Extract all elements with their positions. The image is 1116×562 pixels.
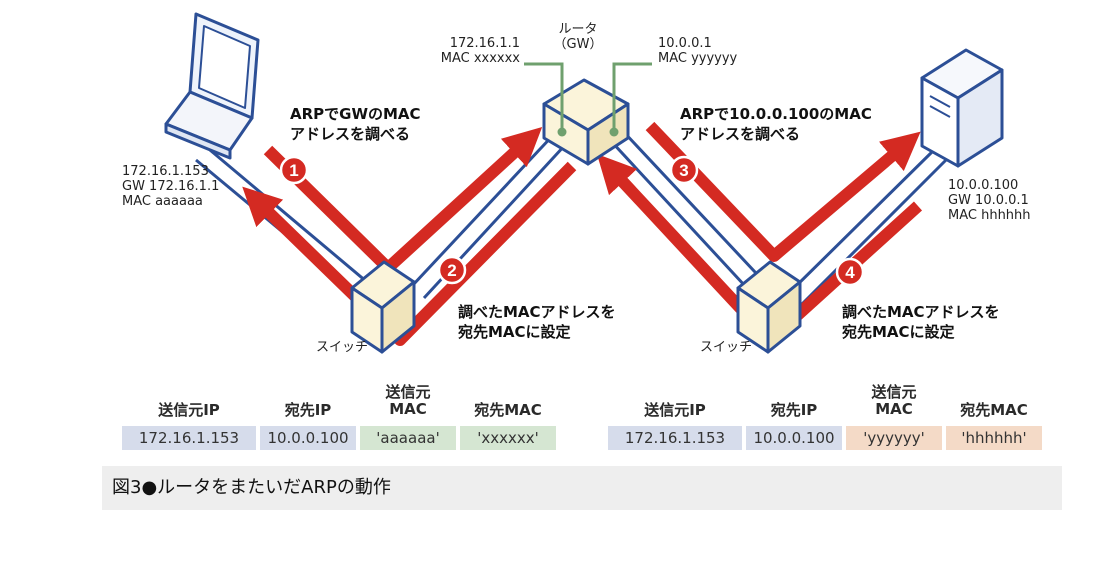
router-interface-links xyxy=(524,62,652,132)
cell-dst-mac: 'hhhhhh' xyxy=(946,426,1042,450)
right-host-gw: GW 10.0.0.1 xyxy=(948,193,1029,208)
header-src-ip: 送信元IP xyxy=(158,401,220,419)
cell-src-mac: 'aaaaaa' xyxy=(360,426,456,450)
step4-text: 調べたMACアドレスを 宛先MACに設定 xyxy=(842,303,1000,341)
laptop-icon xyxy=(164,12,260,160)
right-host-mac: MAC hhhhhh xyxy=(948,208,1031,223)
svg-text:4: 4 xyxy=(845,263,855,282)
svg-text:2: 2 xyxy=(447,261,456,280)
left-host-gw: GW 172.16.1.1 xyxy=(122,179,220,194)
router-left-ip: 172.16.1.1 xyxy=(449,36,520,51)
left-host-info: 172.16.1.153 GW 172.16.1.1 MAC aaaaaa xyxy=(122,164,219,209)
header-dst-ip: 宛先IP xyxy=(770,401,818,419)
router-right-mac: MAC yyyyyy xyxy=(658,51,738,66)
cell-src-mac: 'yyyyyy' xyxy=(846,426,942,450)
switch-right-icon xyxy=(736,260,802,354)
step3-text: ARPで10.0.0.100のMAC アドレスを調べる xyxy=(680,105,872,143)
right-host-ip: 10.0.0.100 xyxy=(948,178,1019,193)
server-icon xyxy=(920,48,1004,168)
step-circle-1: 1 xyxy=(279,155,309,185)
svg-text:1: 1 xyxy=(289,161,298,180)
step-circle-3: 3 xyxy=(669,155,699,185)
arp-diagram: 1 2 3 4 xyxy=(164,12,1004,354)
header-dst-ip: 宛先IP xyxy=(284,401,332,419)
switch-right-label: スイッチ xyxy=(700,340,753,355)
right-host-info: 10.0.0.100 GW 10.0.0.1 MAC hhhhhh xyxy=(948,178,1031,223)
cell-src-ip: 172.16.1.153 xyxy=(122,426,256,450)
header-dst-mac: 宛先MAC xyxy=(474,401,542,419)
step-circle-4: 4 xyxy=(835,257,865,287)
router-right-interface-info: 10.0.0.1 MAC yyyyyy xyxy=(658,36,737,66)
router-port-left xyxy=(557,127,567,137)
step1-text: ARPでGWのMAC アドレスを調べる xyxy=(290,105,421,143)
router-left-mac: MAC xxxxxx xyxy=(440,51,520,66)
switch-left-icon xyxy=(350,260,416,354)
step2-text: 調べたMACアドレスを 宛先MACに設定 xyxy=(458,303,616,341)
cell-dst-mac: 'xxxxxx' xyxy=(460,426,556,450)
header-dst-mac: 宛先MAC xyxy=(960,401,1028,419)
router-right-ip: 10.0.0.1 xyxy=(658,36,712,51)
figure-caption: 図3●ルータをまたいだARPの動作 xyxy=(102,466,1062,510)
svg-text:3: 3 xyxy=(679,161,688,180)
left-host-mac: MAC aaaaaa xyxy=(122,194,203,209)
cell-dst-ip: 10.0.0.100 xyxy=(260,426,356,450)
router-left-interface-info: 172.16.1.1 MAC xxxxxx xyxy=(420,36,520,66)
header-src-ip: 送信元IP xyxy=(644,401,706,419)
left-host-ip: 172.16.1.153 xyxy=(122,164,209,179)
arrow-step2 xyxy=(242,161,577,346)
cell-dst-ip: 10.0.0.100 xyxy=(746,426,842,450)
header-src-mac: 送信元 MAC xyxy=(385,383,431,418)
router-port-right xyxy=(609,127,619,137)
cell-src-ip: 172.16.1.153 xyxy=(608,426,742,450)
header-src-mac: 送信元 MAC xyxy=(871,383,917,418)
switch-left-label: スイッチ xyxy=(316,340,369,355)
router-name: ルータ （GW） xyxy=(553,22,603,52)
step-circle-2: 2 xyxy=(437,255,467,285)
